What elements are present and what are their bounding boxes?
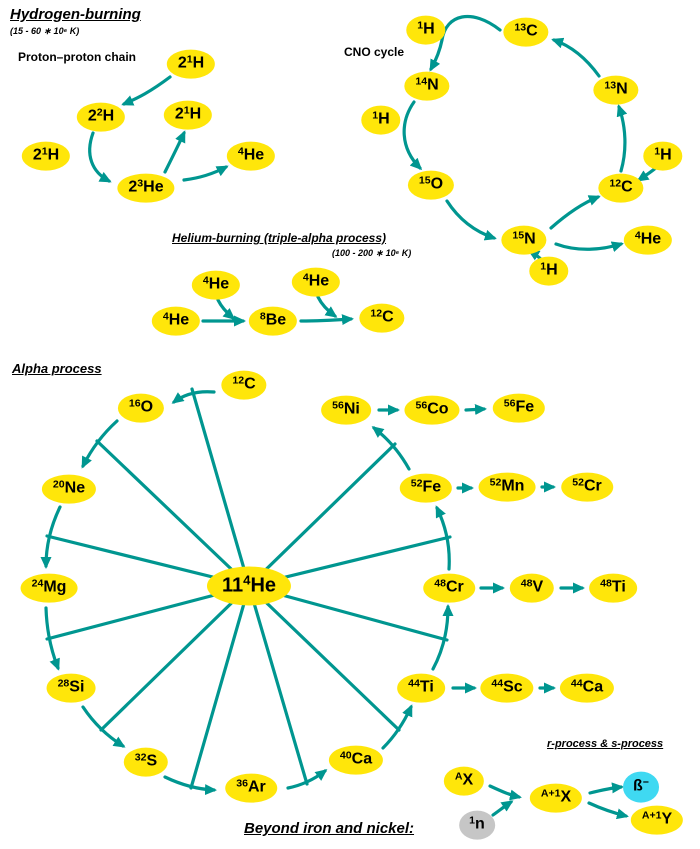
nucleus-cno-he4: 4He xyxy=(623,225,673,255)
beyond-iron-title: Beyond iron and nickel: xyxy=(244,820,415,837)
nucleus-al-ca40: 40Ca xyxy=(328,745,384,775)
hydrogen-burning-title: Hydrogen-burning xyxy=(10,6,141,23)
nucleus-rs-y1: A+1Y xyxy=(630,805,684,835)
reaction-arrow-sp-6 xyxy=(189,584,251,790)
reaction-arrow-ta-4 xyxy=(316,295,338,318)
reaction-arrow-cno-3 xyxy=(445,199,497,241)
nucleus-al-ti44: 44Ti xyxy=(397,673,445,703)
reaction-arrow-rs-2 xyxy=(491,800,514,817)
nucleus-al-o16: 16O xyxy=(117,393,165,423)
helium-burning-title: Helium-burning (triple-alpha process) xyxy=(172,231,387,245)
nucleus-al-fe52: 52Fe xyxy=(399,473,453,503)
reaction-arrow-ta-2 xyxy=(216,298,236,320)
reaction-arrow-ta-3 xyxy=(299,314,354,326)
nucleus-ta-be8: 8Be xyxy=(248,306,298,336)
nucleus-cno-c12: 12C xyxy=(598,173,644,203)
nucleus-cno-h2: 1H xyxy=(361,105,401,135)
reaction-arrow-sp-5 xyxy=(99,584,251,732)
nucleus-pp-h-top: 21H xyxy=(166,49,216,79)
reaction-arrow-cno-5 xyxy=(549,195,601,230)
nucleus-al-ni56: 56Ni xyxy=(321,395,371,425)
reaction-arrow-pp-2 xyxy=(88,131,112,183)
nucleus-al-co56: 56Co xyxy=(404,395,460,425)
nucleus-cno-o15: 15O xyxy=(407,170,455,200)
nucleus-cno-h3: 1H xyxy=(643,141,683,171)
reaction-arrow-sc-2 xyxy=(464,404,487,415)
reaction-arrow-sp-2 xyxy=(95,439,251,588)
nucleus-ta-he4-c: 4He xyxy=(151,306,201,336)
nucleus-cno-c13: 13C xyxy=(503,17,549,47)
nucleus-cno-n13: 13N xyxy=(593,75,639,105)
reaction-arrow-sp-7 xyxy=(247,584,309,786)
nucleus-al-c12: 12C xyxy=(221,370,267,400)
nucleus-cno-n15: 15N xyxy=(501,225,547,255)
nucleus-cno-h1: 1H xyxy=(406,15,446,45)
nucleus-pp-he4: 4He xyxy=(226,141,276,171)
reaction-arrow-sp-8 xyxy=(247,584,401,732)
nucleus-ta-he4-b: 4He xyxy=(291,267,341,297)
nucleus-al-mg24: 24Mg xyxy=(20,573,78,603)
reaction-arrow-cno-1 xyxy=(429,14,502,72)
nucleus-al-ar36: 36Ar xyxy=(225,773,277,803)
nucleus-al-sc44: 44Sc xyxy=(480,673,534,703)
nucleus-al-s32: 32S xyxy=(123,747,169,777)
cno-cycle-label: CNO cycle xyxy=(344,45,405,59)
nucleus-ta-he4-a: 4He xyxy=(191,270,241,300)
nucleus-al-mn52: 52Mn xyxy=(478,472,536,502)
reaction-arrow-sp-1 xyxy=(190,387,251,588)
nucleus-pp-h-mid: 21H xyxy=(163,100,213,130)
nucleus-al-cr52: 52Cr xyxy=(561,472,613,502)
nucleus-al-ca44: 44Ca xyxy=(559,673,615,703)
neutron-rs-n: 1n xyxy=(459,810,495,840)
beta-rs-beta: ß− xyxy=(623,771,659,803)
reaction-arrow-rs-4 xyxy=(587,801,629,820)
reaction-arrow-rs-3 xyxy=(588,782,624,795)
proton-proton-chain-label: Proton–proton chain xyxy=(18,50,136,64)
reaction-arrow-cno-9 xyxy=(551,37,601,78)
reaction-arrow-cno-6 xyxy=(554,241,624,252)
nucleus-cno-h4: 1H xyxy=(529,256,569,286)
reaction-arrow-cno-8 xyxy=(616,104,628,173)
nucleus-pp-he3: 23He xyxy=(117,173,175,203)
nucleus-al-he4-center: 114He xyxy=(206,566,292,606)
nucleus-rs-x: AX xyxy=(443,766,485,796)
nucleus-ta-c12: 12C xyxy=(359,303,405,333)
nucleus-cno-n14: 14N xyxy=(404,71,450,101)
alpha-process-title: Alpha process xyxy=(12,361,102,376)
nucleus-al-v48: 48V xyxy=(509,573,555,603)
nucleus-al-fe56: 56Fe xyxy=(492,393,546,423)
helium-burning-temperature: (100 - 200 ∗ 10⁶ K) xyxy=(332,248,412,258)
reaction-arrow-al-6 xyxy=(163,775,217,796)
nucleus-al-si28: 28Si xyxy=(46,673,96,703)
nucleus-pp-d: 22H xyxy=(76,102,126,132)
reaction-arrow-cno-2 xyxy=(402,100,423,171)
nucleus-al-ne20: 20Ne xyxy=(41,474,97,504)
r-s-process-title: r-process & s-process xyxy=(547,738,664,750)
reaction-arrow-pp-1 xyxy=(121,75,172,106)
nucleus-pp-h-left: 21H xyxy=(21,141,71,171)
reaction-arrow-sp-11 xyxy=(247,442,397,588)
reaction-arrow-pp-3 xyxy=(163,130,186,174)
nucleus-al-cr48: 48Cr xyxy=(423,573,475,603)
hydrogen-burning-temperature: (15 - 60 ∗ 10⁶ K) xyxy=(10,26,80,36)
reaction-arrow-pp-4 xyxy=(182,165,229,182)
reaction-arrow-rs-1 xyxy=(488,784,522,801)
nucleus-al-ti48: 48Ti xyxy=(589,573,637,603)
nucleus-rs-x1: A+1X xyxy=(529,783,583,813)
